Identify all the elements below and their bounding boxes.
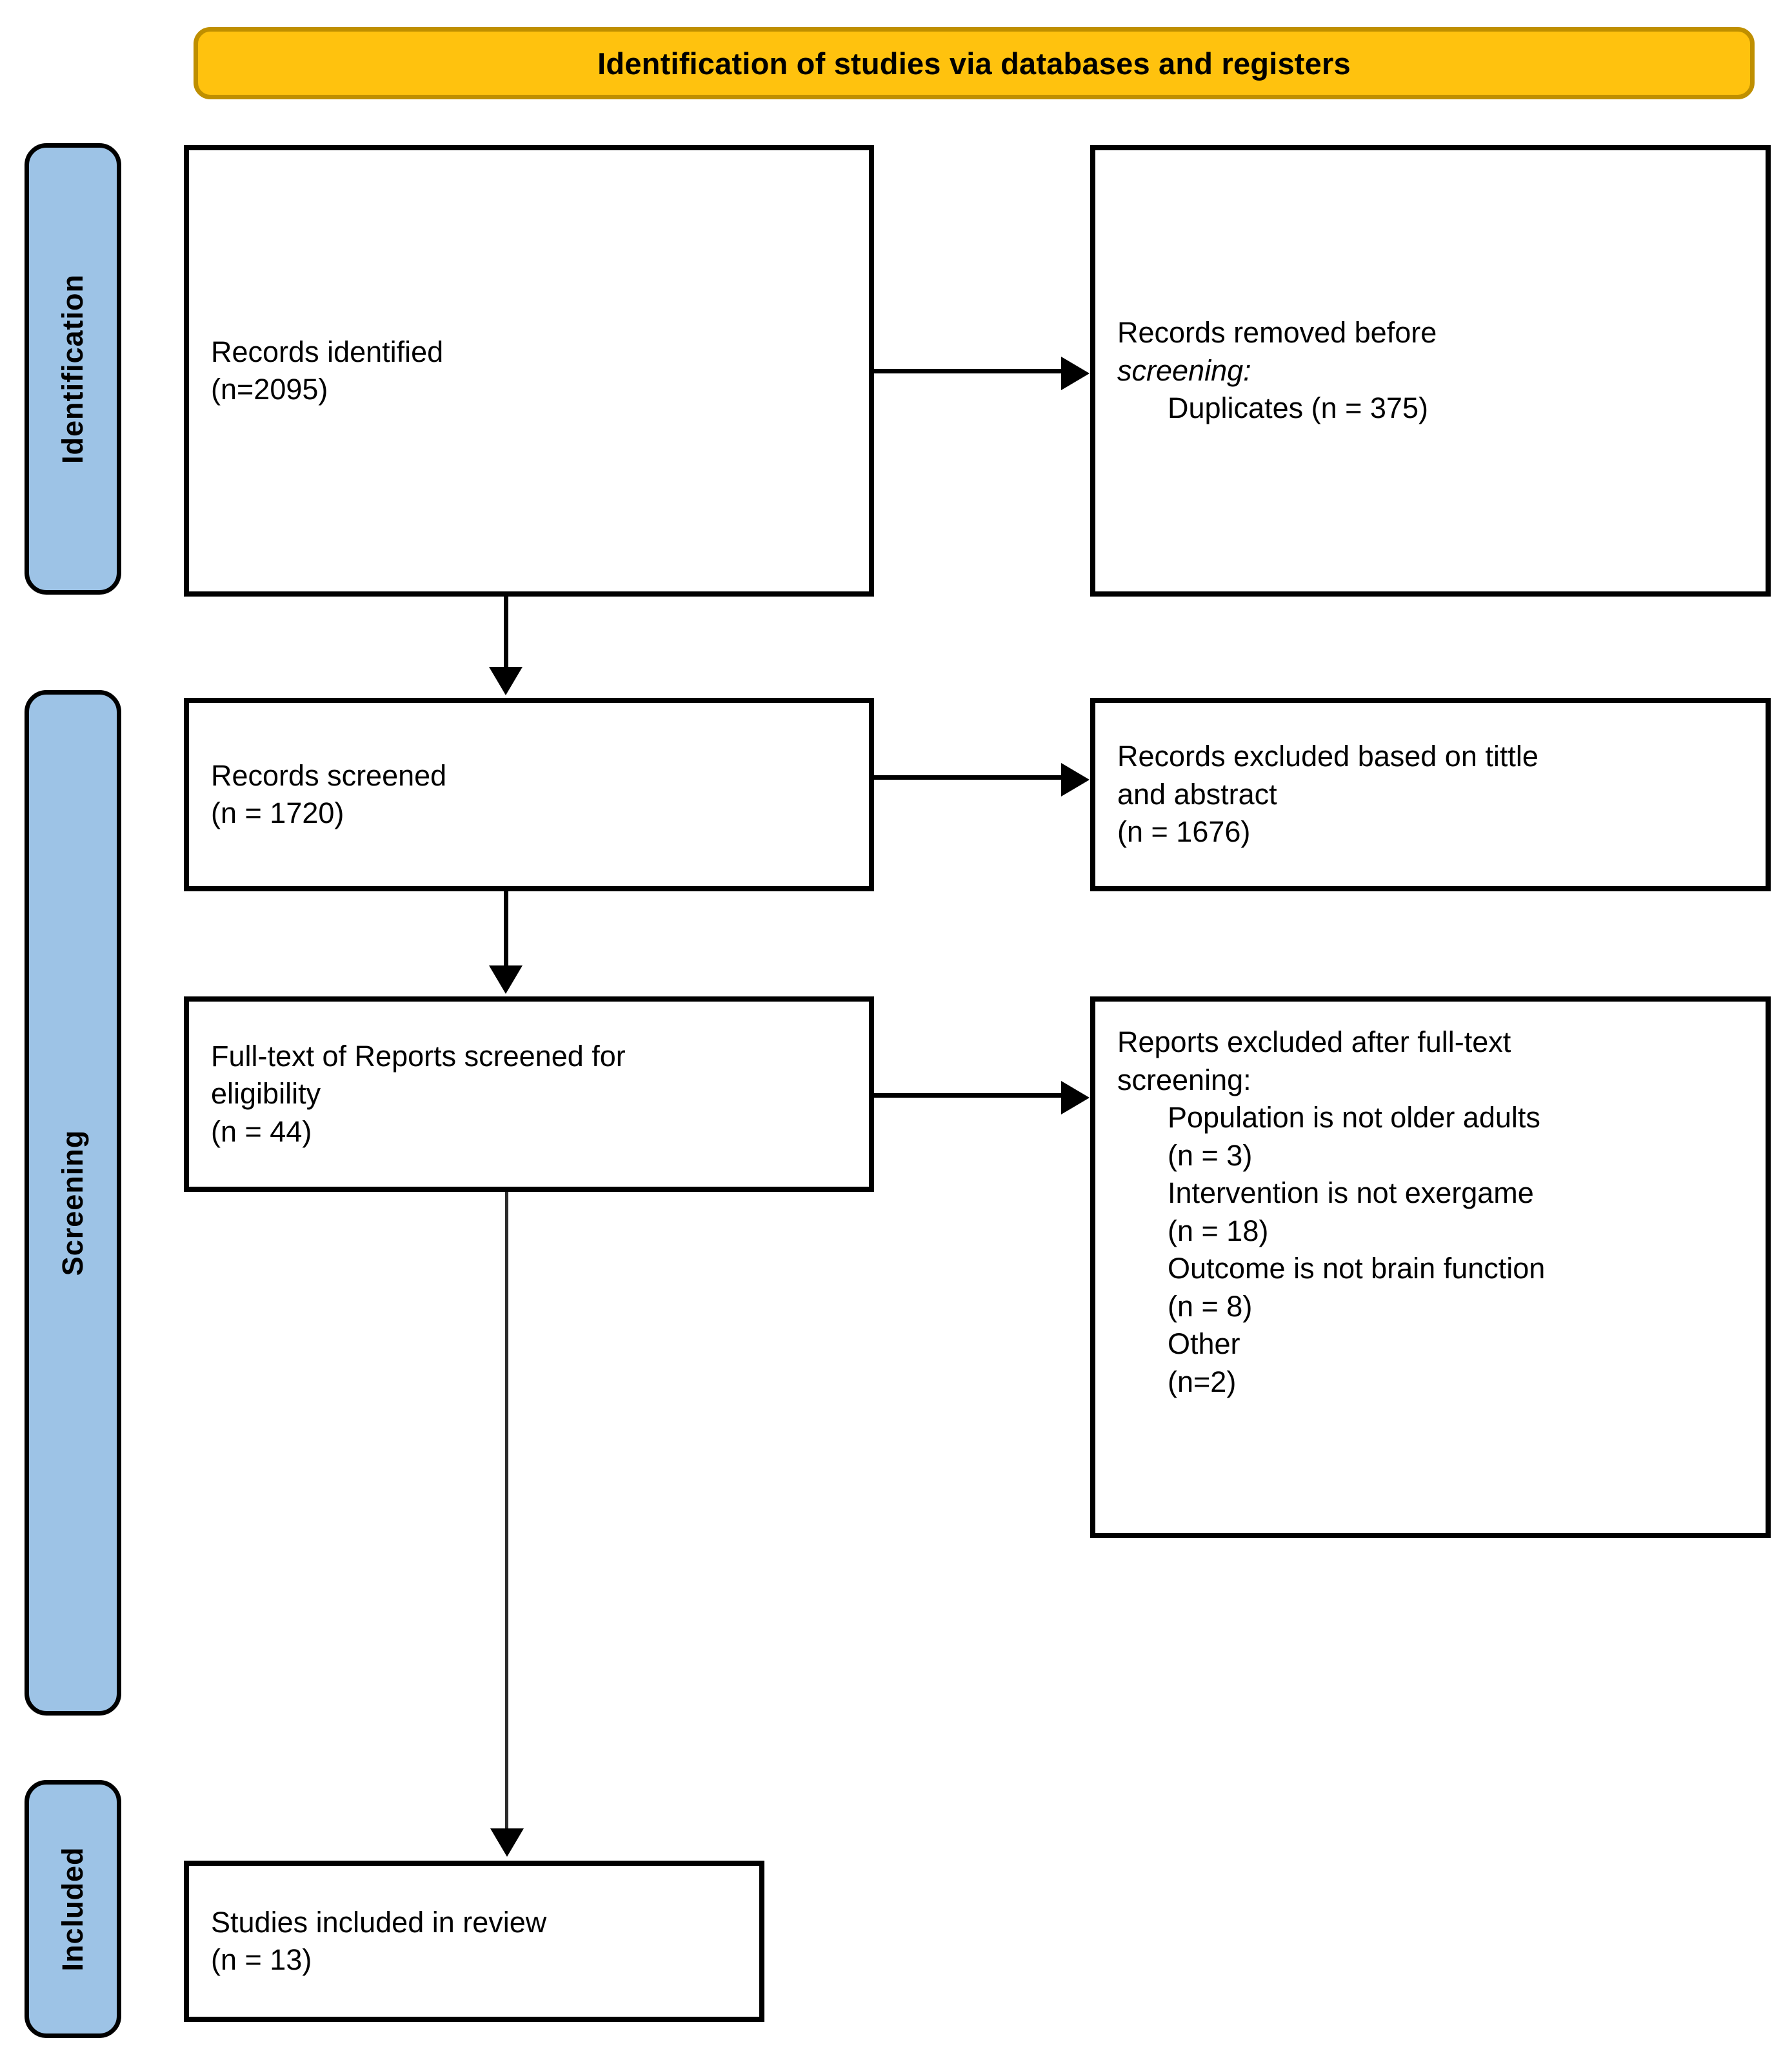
stage-label-identification-text: Identification <box>56 274 89 464</box>
box-records-identified: Records identified (n=2095) <box>184 145 874 597</box>
box-reports-excluded-fulltext: Reports excluded after full-text screeni… <box>1090 996 1771 1538</box>
box-line: Studies included in review <box>211 1905 547 1939</box>
stage-label-identification: Identification <box>25 143 121 595</box>
arrowhead-down-icon <box>489 667 523 695</box>
box-line: screening: <box>1117 353 1251 387</box>
box-line: (n = 3) <box>1168 1138 1253 1172</box>
box-line: and abstract <box>1117 777 1277 811</box>
box-line: Records excluded based on tittle <box>1117 740 1538 773</box>
box-line-plain: Records removed <box>1117 316 1355 350</box>
box-line: Other <box>1168 1327 1240 1360</box>
page-title: Identification of studies via databases … <box>597 46 1351 81</box>
box-line: Population is not older adults <box>1168 1101 1540 1134</box>
box-line: (n=2095) <box>211 373 328 406</box>
connector-screened-to-excluded <box>874 775 1068 780</box>
box-line: (n = 44) <box>211 1114 312 1148</box>
stage-label-included-text: Included <box>56 1846 89 1972</box>
box-line: (n = 1676) <box>1117 815 1251 849</box>
box-line: (n=2) <box>1168 1365 1237 1398</box>
connector-screened-to-fulltext <box>504 891 508 967</box>
box-line: eligibility <box>211 1077 321 1111</box>
box-line: (n = 13) <box>211 1943 312 1976</box>
box-line: Records screened <box>211 758 447 792</box>
box-line: Records identified <box>211 335 444 368</box>
box-line-italic: before <box>1354 316 1437 350</box>
connector-fulltext-to-excluded <box>874 1093 1068 1098</box>
box-studies-included: Studies included in review (n = 13) <box>184 1861 764 2022</box>
box-line: (n = 1720) <box>211 796 344 829</box>
arrowhead-right-icon <box>1061 1081 1090 1114</box>
box-records-excluded-title-abstract: Records excluded based on tittle and abs… <box>1090 698 1771 891</box>
box-line: screening: <box>1117 1063 1251 1096</box>
connector-identified-to-removed <box>874 369 1068 373</box>
box-line: Outcome is not brain function <box>1168 1252 1546 1285</box>
box-records-screened: Records screened (n = 1720) <box>184 698 874 891</box>
arrowhead-right-icon <box>1061 763 1090 796</box>
arrowhead-down-icon <box>489 965 523 994</box>
box-records-removed: Records removed before screening: Duplic… <box>1090 145 1771 597</box>
connector-identified-to-screened <box>504 597 508 669</box>
box-line: Intervention is not exergame <box>1168 1176 1534 1209</box>
box-line: (n = 18) <box>1168 1214 1269 1247</box>
connector-fulltext-to-included <box>505 1192 508 1830</box>
box-line: Full-text of Reports screened for <box>211 1039 626 1073</box>
box-fulltext-screened: Full-text of Reports screened for eligib… <box>184 996 874 1192</box>
arrowhead-down-icon <box>490 1828 524 1857</box>
stage-label-included: Included <box>25 1780 121 2038</box>
box-line: Records removed before <box>1117 314 1744 352</box>
box-line: (n = 8) <box>1168 1289 1253 1323</box>
diagram-header-banner: Identification of studies via databases … <box>194 27 1755 99</box>
stage-label-screening: Screening <box>25 690 121 1716</box>
stage-label-screening-text: Screening <box>56 1129 89 1276</box>
box-line: Reports excluded after full-text <box>1117 1025 1511 1058</box>
arrowhead-right-icon <box>1061 357 1090 390</box>
box-line: Duplicates (n = 375) <box>1168 391 1428 425</box>
